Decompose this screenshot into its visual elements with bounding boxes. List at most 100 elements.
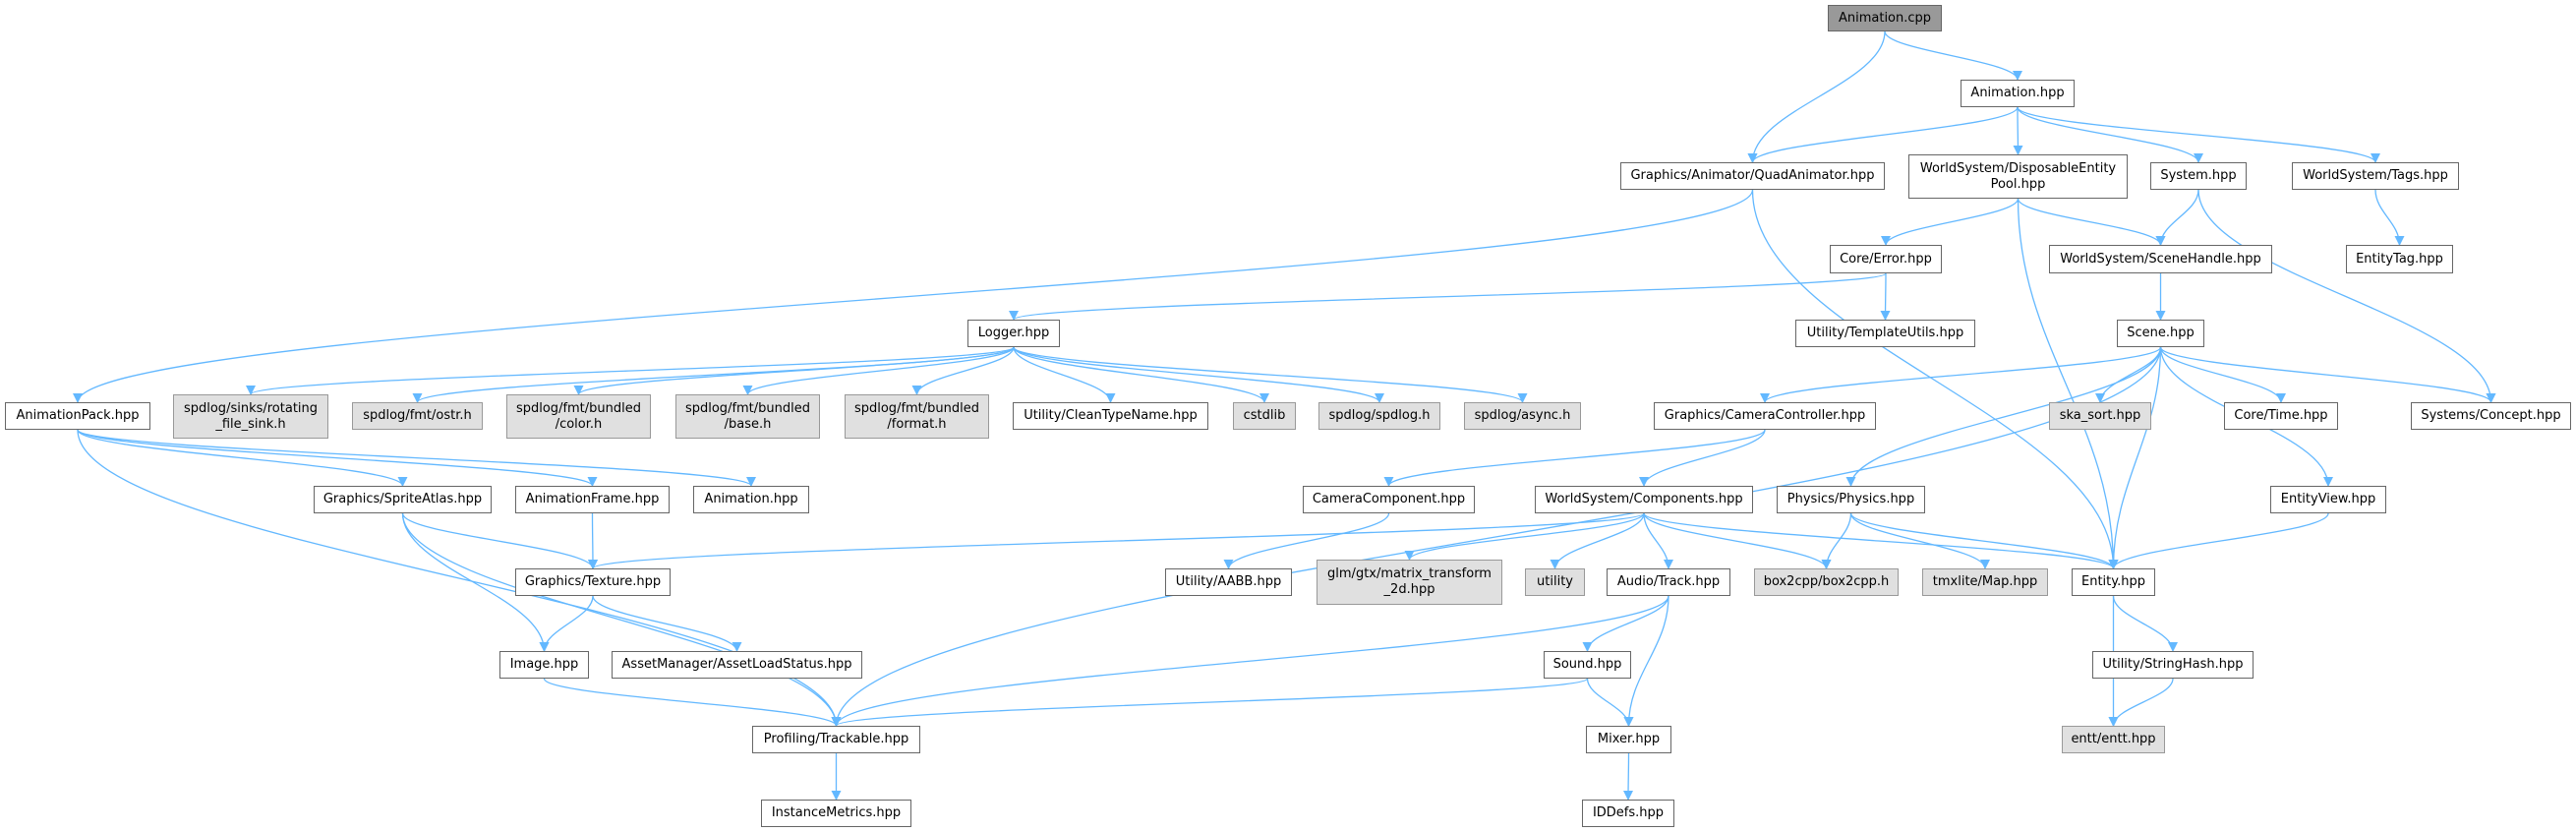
node-entitytag[interactable]: EntityTag.hpp [2346, 245, 2453, 273]
node-iddefs[interactable]: IDDefs.hpp [1582, 800, 1674, 827]
edge-texture-to-image [539, 595, 594, 652]
node-scene[interactable]: Scene.hpp [2117, 320, 2204, 347]
edge-scene-to-entity [2108, 346, 2162, 569]
edge-anim_hpp-to-quad [1747, 106, 2019, 163]
node-entity[interactable]: Entity.hpp [2072, 568, 2155, 596]
edge-physics-to-entity [1849, 512, 2119, 569]
node-cleantype[interactable]: Utility/CleanTypeName.hpp [1013, 402, 1208, 430]
edge-quad-to-animpack [73, 189, 1754, 403]
edge-camctrl-to-components [1639, 429, 1766, 487]
edge-animpack-to-spriteatlas [77, 429, 408, 487]
node-box2cpp[interactable]: box2cpp/box2cpp.h [1754, 568, 1899, 596]
edge-anim_cpp-to-anim_hpp [1884, 30, 2022, 81]
edge-quad-to-entity [1751, 189, 2119, 569]
node-animpack[interactable]: AnimationPack.hpp [5, 402, 150, 430]
edge-logger-to-async [1013, 346, 1528, 403]
edge-mixer-to-iddefs [1623, 752, 1634, 801]
node-trackable[interactable]: Profiling/Trackable.hpp [752, 726, 920, 753]
node-tmxlite[interactable]: tmxlite/Map.hpp [1922, 568, 2048, 596]
node-format[interactable]: spdlog/fmt/bundled /format.h [845, 394, 989, 439]
edge-anim_hpp-to-tags [2017, 106, 2380, 163]
edge-components-to-track [1643, 512, 1673, 569]
node-camcomp[interactable]: CameraComponent.hpp [1303, 486, 1475, 513]
node-instmetrics[interactable]: InstanceMetrics.hpp [761, 800, 911, 827]
edge-camcomp-to-aabb [1223, 512, 1390, 569]
node-entityview[interactable]: EntityView.hpp [2270, 486, 2386, 513]
node-assetload[interactable]: AssetManager/AssetLoadStatus.hpp [612, 651, 862, 679]
node-base[interactable]: spdlog/fmt/bundled /base.h [675, 394, 820, 439]
node-glm[interactable]: glm/gtx/matrix_transform _2d.hpp [1317, 560, 1502, 605]
edge-logger-to-format [911, 346, 1015, 395]
edge-anim_cpp-to-quad [1747, 30, 1886, 163]
edge-scene-to-skasort [2095, 346, 2162, 403]
edge-sound-to-mixer [1586, 678, 1634, 727]
edge-pool-to-error [1881, 198, 2020, 246]
edge-animpack-to-animframe [77, 429, 598, 487]
edge-physics-to-box2cpp [1821, 512, 1852, 569]
node-stringhash[interactable]: Utility/StringHash.hpp [2092, 651, 2254, 679]
edge-stringhash-to-entt [2108, 678, 2174, 727]
node-entt[interactable]: entt/entt.hpp [2062, 726, 2165, 753]
edge-sound-to-trackable [831, 678, 1589, 727]
edge-logger-to-cleantype [1013, 346, 1116, 403]
node-pool[interactable]: WorldSystem/DisposableEntity Pool.hpp [1908, 154, 2128, 199]
edge-logger-to-base [742, 346, 1015, 395]
node-spriteatlas[interactable]: Graphics/SpriteAtlas.hpp [314, 486, 492, 513]
node-cstdlib[interactable]: cstdlib [1233, 402, 1296, 430]
edge-components-to-box2cpp [1643, 512, 1832, 569]
edge-scene-to-camctrl [1760, 346, 2162, 403]
node-sound[interactable]: Sound.hpp [1544, 651, 1631, 679]
node-camctrl[interactable]: Graphics/CameraController.hpp [1654, 402, 1876, 430]
edge-components-to-utility [1550, 512, 1645, 569]
edge-animpack-to-anim_hpp2 [77, 429, 756, 487]
edge-system-to-scenehandle [2155, 189, 2199, 246]
edge-anim_hpp-to-system [2017, 106, 2203, 163]
node-scenehandle[interactable]: WorldSystem/SceneHandle.hpp [2049, 245, 2272, 273]
node-image[interactable]: Image.hpp [499, 651, 589, 679]
node-skasort[interactable]: ska_sort.hpp [2049, 402, 2151, 430]
node-mixer[interactable]: Mixer.hpp [1586, 726, 1671, 753]
edge-entity-to-stringhash [2112, 595, 2178, 652]
edge-logger-to-spdlog [1013, 346, 1384, 403]
node-rotating[interactable]: spdlog/sinks/rotating _file_sink.h [173, 394, 328, 439]
edge-physics-to-tmxlite [1849, 512, 1990, 569]
node-async[interactable]: spdlog/async.h [1464, 402, 1581, 430]
edge-image-to-trackable [543, 678, 842, 727]
node-utility[interactable]: utility [1525, 568, 1585, 596]
node-track[interactable]: Audio/Track.hpp [1607, 568, 1730, 596]
edge-system-to-concept [2197, 189, 2496, 403]
node-components[interactable]: WorldSystem/Components.hpp [1535, 486, 1753, 513]
edge-tags-to-entitytag [2374, 189, 2405, 246]
node-logger[interactable]: Logger.hpp [967, 320, 1060, 347]
edge-components-to-glm [1404, 512, 1645, 561]
node-anim-cpp: Animation.cpp [1828, 5, 1942, 31]
edge-animpack-to-trackable [77, 429, 842, 727]
edge-scene-to-physics [1845, 346, 2162, 487]
node-system[interactable]: System.hpp [2150, 162, 2247, 190]
node-animframe[interactable]: AnimationFrame.hpp [515, 486, 670, 513]
edge-track-to-sound [1582, 595, 1669, 652]
edge-spriteatlas-to-image [401, 512, 550, 652]
node-time[interactable]: Core/Time.hpp [2224, 402, 2338, 430]
node-spdlog[interactable]: spdlog/spdlog.h [1318, 402, 1440, 430]
edge-logger-to-cstdlib [1013, 346, 1269, 403]
node-error[interactable]: Core/Error.hpp [1830, 245, 1942, 273]
edge-anim_hpp-to-pool [2013, 106, 2023, 155]
edge-track-to-mixer [1623, 595, 1669, 727]
node-texture[interactable]: Graphics/Texture.hpp [515, 568, 671, 596]
node-color[interactable]: spdlog/fmt/bundled /color.h [506, 394, 651, 439]
edge-scene-to-time [2159, 346, 2286, 403]
edge-scene-to-concept [2159, 346, 2496, 403]
edge-logger-to-color [573, 346, 1015, 395]
node-templateutils[interactable]: Utility/TemplateUtils.hpp [1795, 320, 1975, 347]
node-ostr[interactable]: spdlog/fmt/ostr.h [352, 402, 483, 430]
node-quad[interactable]: Graphics/Animator/QuadAnimator.hpp [1620, 162, 1885, 190]
edge-logger-to-rotating [246, 346, 1015, 395]
node-tags[interactable]: WorldSystem/Tags.hpp [2292, 162, 2459, 190]
node-aabb[interactable]: Utility/AABB.hpp [1165, 568, 1292, 596]
node-anim-hpp2[interactable]: Animation.hpp [693, 486, 809, 513]
node-physics[interactable]: Physics/Physics.hpp [1777, 486, 1925, 513]
node-anim-hpp[interactable]: Animation.hpp [1961, 80, 2075, 107]
node-concept[interactable]: Systems/Concept.hpp [2411, 402, 2571, 430]
